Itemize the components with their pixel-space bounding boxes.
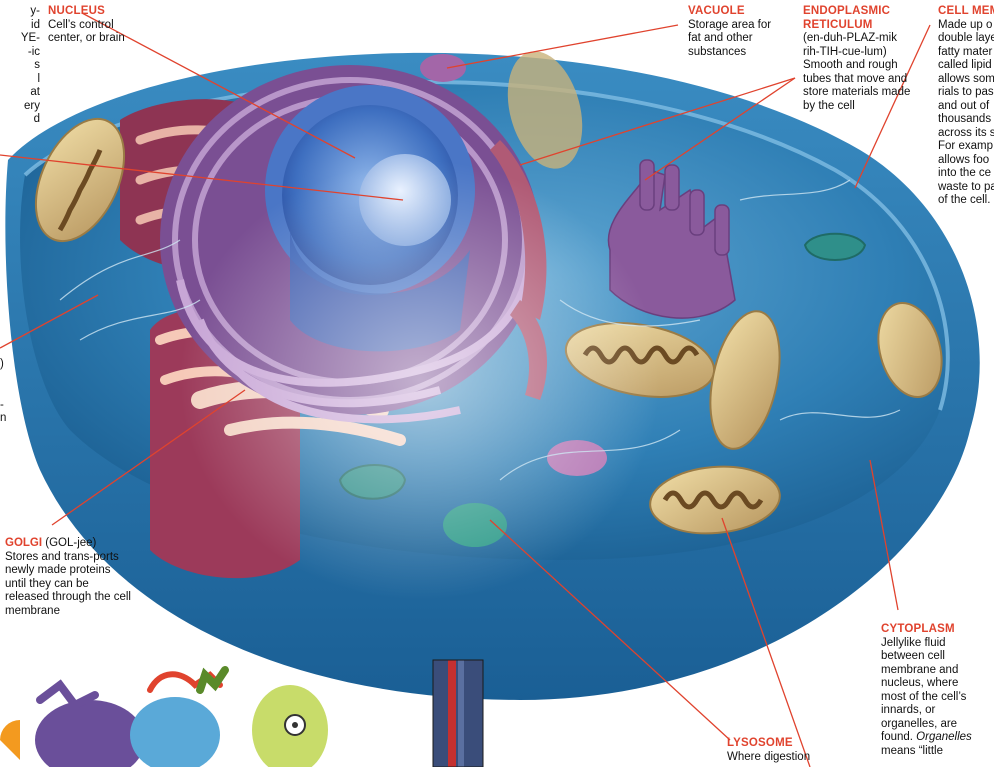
cm-line-5: rials to pas [938, 86, 994, 100]
cm-line-9: For examp [938, 140, 994, 154]
label-endoplasmic-reticulum: ENDOPLASMIC RETICULUM (en-duh-PLAZ-mik r… [803, 5, 913, 113]
cm-line-13: of the cell. [938, 194, 994, 208]
label-golgi-pron: (GOL-jee) [42, 537, 96, 549]
label-er-title-1: ENDOPLASMIC [803, 5, 913, 19]
cm-line-10: allows foo [938, 154, 994, 168]
label-cell-membrane-title: CELL MEM [938, 5, 994, 19]
label-lysosome-title: LYSOSOME [727, 737, 837, 751]
cm-line-0: Made up o [938, 19, 994, 33]
vacuole [420, 54, 466, 82]
left-cut-top-5: l [0, 73, 40, 87]
label-cytoplasm: CYTOPLASM Jellylike fluid between cell m… [881, 623, 981, 758]
left-cut-top-3: -ic [0, 46, 40, 60]
label-lysosome: LYSOSOME Where digestion [727, 737, 837, 764]
cytoplasm-desc-em: Organelles [916, 731, 972, 743]
cm-line-1: double laye [938, 32, 994, 46]
left-cut-top-7: ery [0, 100, 40, 114]
label-golgi: GOLGI (GOL-jee) Stores and trans-ports n… [5, 537, 133, 618]
label-er-desc: (en-duh-PLAZ-mik rih-TIH-cue-lum) Smooth… [803, 32, 913, 113]
left-cut-top-8: d [0, 113, 40, 127]
cm-line-3: called lipid [938, 59, 994, 73]
label-cell-membrane: CELL MEM Made up o double laye fatty mat… [938, 5, 994, 208]
cm-line-7: thousands [938, 113, 994, 127]
label-golgi-desc: Stores and trans-ports newly made protei… [5, 551, 133, 619]
left-cut-mid-4: n [0, 412, 14, 426]
label-vacuole-desc: Storage area for fat and other substance… [688, 19, 780, 60]
bottom-left-illustrations [0, 670, 328, 767]
cytoplasm-desc-after: means “little [881, 745, 943, 757]
cytoplasm-desc-before: Jellylike fluid between cell membrane an… [881, 637, 966, 744]
label-cytoplasm-desc: Jellylike fluid between cell membrane an… [881, 637, 981, 759]
label-er-title-2: RETICULUM [803, 19, 913, 33]
micrograph-strip [433, 660, 483, 767]
label-vacuole-title: VACUOLE [688, 5, 780, 19]
label-cytoplasm-title: CYTOPLASM [881, 623, 981, 637]
left-cut-mid-2 [0, 385, 14, 399]
left-cut-top-1: id [0, 19, 40, 33]
cm-line-4: allows som [938, 73, 994, 87]
cm-line-11: into the ce [938, 167, 994, 181]
cm-line-12: waste to pa [938, 181, 994, 195]
left-cut-text-top: y- id YE- -ic s l at ery d [0, 5, 40, 127]
cm-line-6: and out of [938, 100, 994, 114]
left-cut-top-2: YE- [0, 32, 40, 46]
label-nucleus: NUCLEUS Cell’s control center, or brain [48, 5, 148, 46]
label-vacuole: VACUOLE Storage area for fat and other s… [688, 5, 780, 59]
left-cut-mid-3: - [0, 399, 14, 413]
translucent-overlay [180, 160, 660, 600]
label-lysosome-desc: Where digestion [727, 751, 837, 765]
left-cut-text-mid: ) - n [0, 358, 14, 426]
left-cut-top-6: at [0, 86, 40, 100]
left-cut-top-0: y- [0, 5, 40, 19]
peroxisome [805, 234, 865, 260]
cm-line-2: fatty mater [938, 46, 994, 60]
left-cut-mid-1 [0, 372, 14, 386]
left-cut-top-4: s [0, 59, 40, 73]
label-golgi-title: GOLGI [5, 537, 42, 549]
label-nucleus-desc: Cell’s control center, or brain [48, 19, 148, 46]
left-cut-mid-0: ) [0, 358, 14, 372]
label-nucleus-title: NUCLEUS [48, 5, 148, 19]
cm-line-8: across its s [938, 127, 994, 141]
